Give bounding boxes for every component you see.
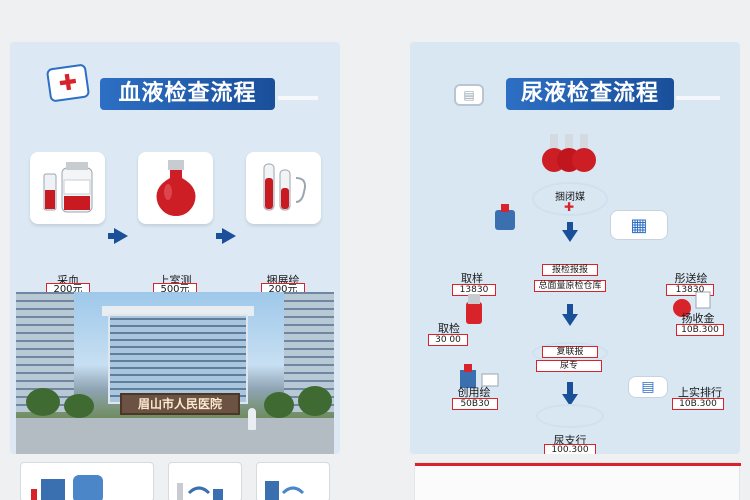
analyzer-icon <box>460 364 499 388</box>
fee-node <box>672 290 712 320</box>
arrow-down-icon <box>562 314 578 326</box>
lab-device-icon <box>265 481 305 500</box>
bottom-card-right <box>256 462 330 500</box>
urine-test-poster: ▤ 尿液检查流程 捆闭媒 ✚ 取样 13830 ▦ <box>410 42 740 454</box>
test-tube-stand-icon <box>177 483 223 500</box>
upload-node: ▤ <box>628 376 668 398</box>
cross-icon: ✚ <box>564 200 575 214</box>
person-figure <box>248 408 256 430</box>
analyze-node <box>458 364 502 390</box>
node-price-final: 100.300 <box>544 444 596 454</box>
clipboard-icon: ▤ <box>454 84 484 106</box>
tree <box>26 388 60 416</box>
document-strip <box>414 462 741 500</box>
jar-and-card-icon <box>673 291 711 317</box>
arrow-down-icon <box>562 230 578 242</box>
node-label-analyze: 创用绘 <box>457 386 491 399</box>
arrow-right-icon <box>222 228 236 244</box>
blood-flask-icon <box>156 160 195 216</box>
node-label-collect: 取样 <box>461 272 483 285</box>
sample-flasks-node <box>538 130 600 176</box>
equipment-icon <box>31 475 103 500</box>
base-ring <box>536 404 604 428</box>
medical-kit-icon: ✚ <box>45 63 91 103</box>
node-price-test: 30 00 <box>428 334 468 346</box>
collect-node <box>492 202 518 232</box>
node-label-final: 尿支行 <box>553 434 587 447</box>
bottom-card-middle <box>168 462 242 500</box>
node-price-analyze: 50B30 <box>452 398 498 410</box>
arrow-down-icon <box>562 394 578 406</box>
arrow-stem <box>567 382 573 394</box>
hospital-sign: 眉山市人民医院 <box>120 393 240 415</box>
node-label-test: 取检 <box>438 322 460 335</box>
arrow-stem <box>567 222 573 230</box>
title-underline <box>676 96 720 100</box>
node-price-upload: 10B.300 <box>672 398 724 410</box>
document-red-bar <box>415 463 741 466</box>
tree <box>298 386 332 416</box>
ribbon-report: 报检报报 <box>542 264 598 276</box>
blood-poster-title: 血液检查流程 <box>100 78 275 110</box>
report-papers-node: ▦ <box>610 210 668 240</box>
ribbon-warehouse: 总面量原检仓库 <box>534 280 606 292</box>
arrow-right-icon <box>114 228 128 244</box>
title-underline <box>278 96 318 100</box>
building-main <box>108 314 248 404</box>
step-card-lab-test <box>138 152 213 224</box>
cloud-label: 捆闭媒 <box>555 192 585 203</box>
report-card-icon: ▤ <box>641 379 655 395</box>
plaza-ground <box>16 418 334 454</box>
cloud-ring <box>532 182 608 216</box>
step-card-blood-draw <box>30 152 105 224</box>
test-tubes-icon <box>263 163 306 211</box>
bottom-card-left <box>20 462 154 500</box>
arrow-stem <box>216 233 224 239</box>
arrow-stem <box>108 233 116 239</box>
node-label-fee: 扬收金 <box>681 312 715 325</box>
step-card-report <box>246 152 321 224</box>
blood-vial-bottle-icon <box>43 162 92 213</box>
sample-flasks-icon <box>542 134 596 172</box>
ribbon-review: 复联报 <box>542 346 598 358</box>
ribbon-urine: 尿专 <box>536 360 602 372</box>
hospital-photo: 眉山市人民医院 <box>16 292 334 454</box>
tree <box>64 394 94 418</box>
blood-test-poster: ✚ 血液检查流程 <box>10 42 340 454</box>
arrow-stem <box>567 304 573 314</box>
document-icon: ▦ <box>630 214 648 236</box>
test-node <box>462 292 486 326</box>
collection-kit-icon <box>495 204 515 230</box>
sample-jar-icon <box>466 294 482 324</box>
node-label-deliver: 彤送绘 <box>674 272 708 285</box>
node-price-fee: 10B.300 <box>676 324 724 336</box>
tree <box>264 392 294 418</box>
building-roof <box>102 306 254 316</box>
node-label-upload: 上实排行 <box>678 386 722 399</box>
urine-poster-title: 尿液检查流程 <box>506 78 674 110</box>
